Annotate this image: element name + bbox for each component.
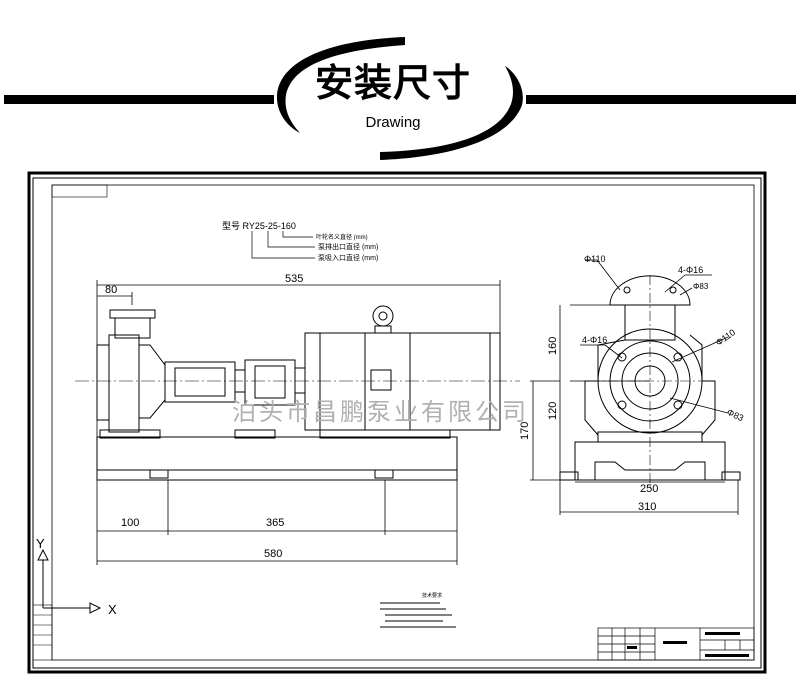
title-block [597,627,755,661]
dim-365: 365 [266,517,284,529]
dim-580: 580 [264,548,282,560]
right-bracket-swoosh [380,66,523,160]
left-bracket-swoosh [276,37,405,133]
dim-80: 80 [105,284,117,296]
notes-title: 技术要求 [422,592,442,599]
dim-250: 250 [640,483,658,495]
dim-phi83-side: Φ83 [725,407,745,423]
section-header: 安装尺寸 Drawing [0,0,800,165]
suction-flange [96,344,110,421]
outer-frame [27,171,767,674]
dim-holes-top: 4-Φ16 [678,265,703,275]
company-watermark: 泊头市昌鹏泵业有限公司 [232,399,529,426]
ucs-axis [37,548,102,614]
axis-x-label: X [108,602,117,617]
dim-170: 170 [519,422,531,440]
dim-120: 120 [547,402,559,420]
discharge-flange-top [609,275,691,306]
dim-phi83-top: Φ83 [693,282,709,291]
left-margin-table [32,604,53,661]
pump-casing [108,334,140,433]
end-view-dimensions [530,259,739,515]
end-view-centerlines [590,275,715,490]
side-view-dimensions [96,280,501,565]
header-subtitle: Drawing [365,114,421,131]
title-block-marks [627,632,749,657]
dim-535: 535 [285,273,303,285]
dim-100: 100 [121,517,139,529]
discharge-flange [109,309,156,319]
annotation-leaders [251,231,315,259]
dim-holes-side: 4-Φ16 [582,335,607,345]
annotation-line-1: 叶轮名义直径 (mm) [316,233,368,241]
inner-frame [32,177,762,669]
header-left-bar [4,95,274,104]
annotation-line-2: 泵排出口直径 (mm) [318,242,378,251]
motor-lifting-eye [372,305,394,327]
tech-notes [380,602,456,628]
axis-y-label: Y [36,536,45,551]
dim-phi110-top: Φ110 [584,254,606,264]
header-right-bar [526,95,796,104]
drawing-border [51,184,755,661]
annotation-line-3: 泵吸入口直径 (mm) [318,253,378,262]
model-label: 型号 RY25-25-160 [222,221,296,231]
header-title: 安装尺寸 [314,61,471,105]
dim-phi110-side: Φ110 [714,327,737,348]
header-graphic [4,37,796,160]
dim-310: 310 [638,501,656,513]
dim-160: 160 [547,337,559,355]
pump-side-view [96,305,501,481]
corner-tab [51,184,108,198]
base-plate [96,436,458,481]
